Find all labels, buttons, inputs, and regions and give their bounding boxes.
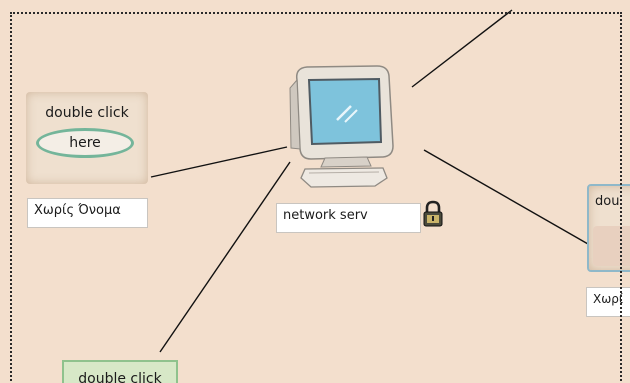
link-center-bottom[interactable] <box>159 161 291 353</box>
node-inner <box>593 226 630 266</box>
node-ellipse[interactable]: here <box>36 128 134 158</box>
link-center-top[interactable] <box>411 9 513 88</box>
node-label-left[interactable]: Χωρίς Όνομα <box>27 198 148 228</box>
node-double-click-bottom[interactable]: double click <box>62 360 178 383</box>
link-center-right[interactable] <box>423 149 589 245</box>
node-double-click-right[interactable]: dou <box>587 184 630 272</box>
node-label-right[interactable]: Χωρί <box>586 287 630 317</box>
node-caption: double click <box>45 105 129 121</box>
node-label-network-server[interactable]: network serv <box>276 203 421 233</box>
node-caption: double click <box>78 371 162 383</box>
node-caption: dou <box>595 194 620 209</box>
link-center-left[interactable] <box>150 146 288 178</box>
node-double-click-left[interactable]: double click here <box>26 92 148 184</box>
computer-monitor-icon[interactable] <box>285 62 415 196</box>
lock-icon[interactable] <box>422 200 444 232</box>
